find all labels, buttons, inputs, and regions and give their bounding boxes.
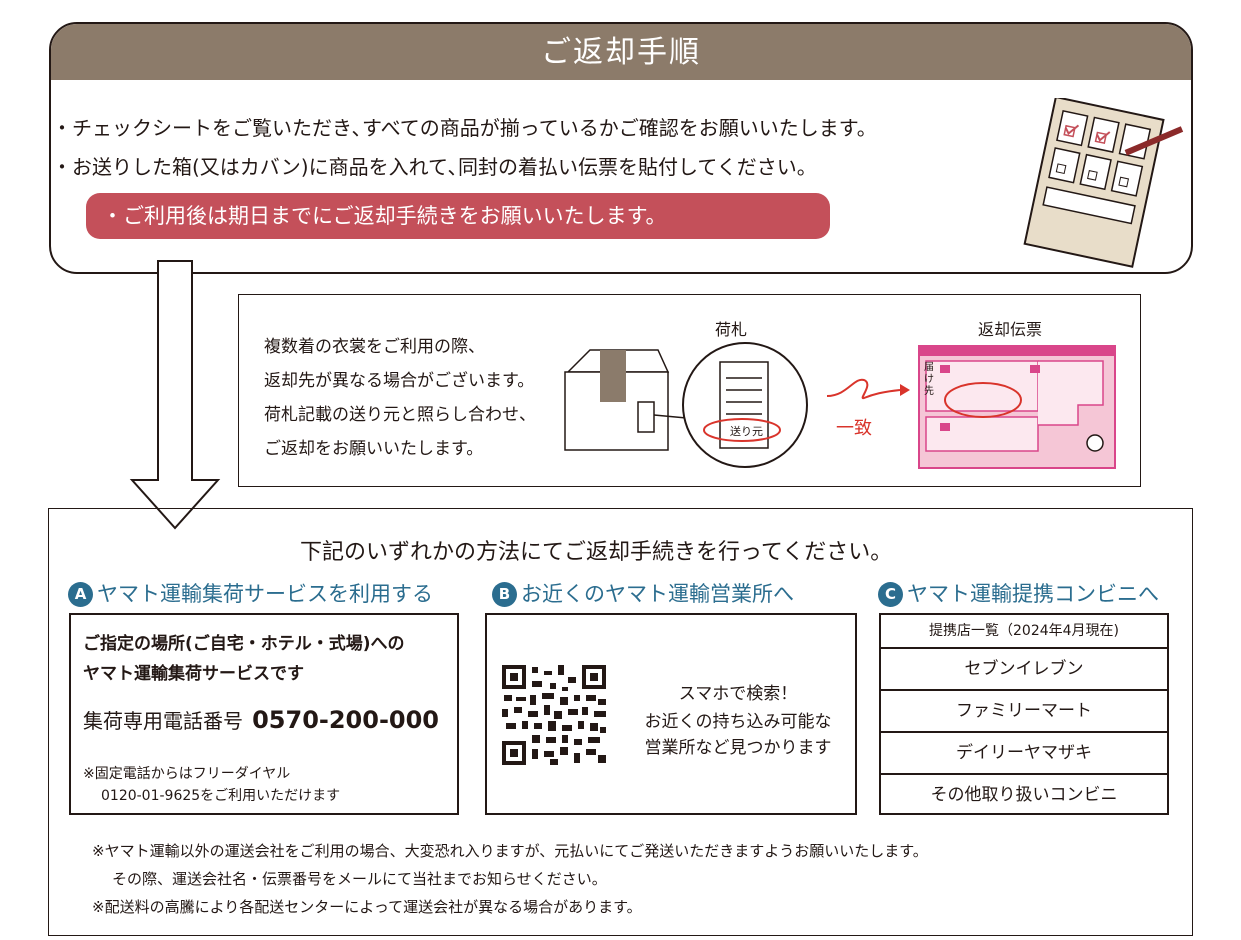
option-c-badge-icon: C <box>878 582 903 607</box>
checklist-illustration <box>1023 98 1184 268</box>
footnote-3: ※配送料の高騰により各配送センターによって運送会社が異なる場合があります。 <box>92 898 642 916</box>
bullet-pack-box: ・お送りした箱(又はカバン)に商品を入れて､同封の着払い伝票を貼付してください。 <box>52 155 817 179</box>
sender-note-line-3: 荷札記載の送り元と照らし合わせ、 <box>264 405 536 425</box>
down-arrow-icon <box>129 260 221 530</box>
option-a-badge-icon: A <box>68 582 93 607</box>
match-label: 一致 <box>836 418 872 439</box>
store-row: セブンイレブン <box>881 647 1167 689</box>
option-c-title-text: ヤマト運輸提携コンビニへ <box>907 582 1159 606</box>
return-slip-illustration <box>918 345 1116 469</box>
slip-label: 返却伝票 <box>978 320 1043 339</box>
store-row: デイリーヤマザキ <box>881 731 1167 773</box>
qr-code-icon[interactable] <box>502 665 606 765</box>
slip-destination-label: 届け先 <box>924 362 934 397</box>
pickup-phone-row: 集荷専用電話番号 0570-200-000 <box>83 705 439 734</box>
store-row: ファミリーマート <box>881 689 1167 731</box>
pickup-phone-number[interactable]: 0570-200-000 <box>252 706 440 734</box>
store-list-header: 提携店一覧（2024年4月現在) <box>929 623 1119 639</box>
match-arrow-icon <box>826 378 910 400</box>
sender-note-line-1: 複数着の衣裳をご利用の際、 <box>264 337 485 357</box>
option-a-title-text: ヤマト運輸集荷サービスを利用する <box>97 582 433 606</box>
option-b-title-text: お近くのヤマト運輸営業所へ <box>521 582 794 606</box>
tag-label: 荷札 <box>715 320 748 339</box>
footnote-2: その際、運送会社名・伝票番号をメールにて当社までお知らせください。 <box>112 870 607 888</box>
option-b-card: スマホで検索！ お近くの持ち込み可能な 営業所など見つかります <box>485 613 857 815</box>
sender-note-line-4: ご返却をお願いいたします。 <box>264 439 484 459</box>
sender-note-line-2: 返却先が異なる場合がございます。 <box>264 371 535 391</box>
option-b-line-2: お近くの持ち込み可能な <box>644 712 832 732</box>
page-title: ご返却手順 <box>51 24 1191 80</box>
option-a-desc-1: ご指定の場所(ご自宅・ホテル・式場)への <box>83 634 405 654</box>
option-b-line-1: スマホで検索！ <box>678 684 798 704</box>
deadline-highlight: ・ご利用後は期日までにご返却手続きをお願いいたします。 <box>86 193 830 239</box>
package-tag-illustration <box>564 342 808 468</box>
option-b-badge-icon: B <box>492 582 517 607</box>
instruction-heading: 下記のいずれかの方法にてご返却手続きを行ってください。 <box>300 540 893 565</box>
bullet-check-sheet: ・チェックシートをご覧いただき､すべての商品が揃っているかご確認をお願いいたしま… <box>52 116 877 140</box>
option-c-card: 提携店一覧（2024年4月現在) セブンイレブン ファミリーマート デイリーヤマ… <box>879 613 1169 815</box>
pickup-phone-label: 集荷専用電話番号 <box>83 709 243 733</box>
sender-label: 送り元 <box>730 425 763 438</box>
footnote-1: ※ヤマト運輸以外の運送会社をご利用の場合、大変恐れ入りますが、元払いにてご発送い… <box>92 842 928 860</box>
return-methods-box <box>48 508 1193 936</box>
option-b-line-3: 営業所など見つかります <box>644 738 832 758</box>
option-a-card: ご指定の場所(ご自宅・ホテル・式場)への ヤマト運輸集荷サービスです 集荷専用電… <box>69 613 459 815</box>
option-a-note-1: ※固定電話からはフリーダイヤル <box>83 766 291 782</box>
option-a-desc-2: ヤマト運輸集荷サービスです <box>83 664 304 684</box>
store-row: その他取り扱いコンビニ <box>881 773 1167 815</box>
option-a-note-2: 0120-01-9625をご利用いただけます <box>101 788 341 804</box>
